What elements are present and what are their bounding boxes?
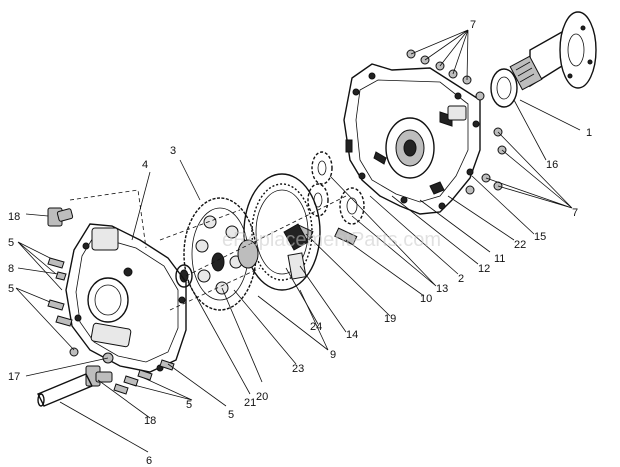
callout-12: 12 [478,263,490,275]
callout-18-b: 18 [144,415,156,427]
tube [37,373,93,407]
assembly-axis-lines [69,189,347,311]
callout-labels: 1 2 3 4 5 5 5 5 6 7 7 8 9 10 11 12 13 14… [8,19,592,467]
callout-19: 19 [384,313,396,325]
callout-8: 8 [8,263,14,275]
callout-7-b: 7 [572,207,578,219]
callout-21: 21 [244,397,256,409]
callout-9: 9 [330,349,336,361]
seal [490,68,518,108]
elbow-fitting-top [47,207,74,227]
callout-7-a: 7 [470,19,476,31]
callout-15: 15 [534,231,546,243]
right-housing [343,63,481,215]
callout-5-d: 5 [186,399,192,411]
needle-bearing [175,264,193,288]
callout-5-a: 5 [8,237,14,249]
callout-3: 3 [170,145,176,157]
callout-20: 20 [256,391,268,403]
callout-5-b: 5 [8,283,14,295]
callout-14: 14 [346,329,358,341]
callout-18-a: 18 [8,211,20,223]
watermark: eReplacementParts.com [222,229,441,251]
pinion-gears [293,151,365,246]
callout-17: 17 [8,371,20,383]
callout-5-c: 5 [228,409,234,421]
ring-gear [243,173,321,291]
axle-shaft [509,11,597,91]
callout-6: 6 [146,455,152,467]
left-cover [65,223,187,373]
callout-22: 22 [514,239,526,251]
carrier-disc [183,197,259,311]
callout-13: 13 [436,283,448,295]
callout-24: 24 [310,321,322,333]
callout-11: 11 [494,253,505,265]
callout-4: 4 [142,159,148,171]
callout-10: 10 [420,293,432,305]
leader-lines [15,29,581,453]
callout-16: 16 [546,159,558,171]
callout-23: 23 [292,363,304,375]
callout-1: 1 [586,127,592,139]
callout-2: 2 [458,273,464,285]
